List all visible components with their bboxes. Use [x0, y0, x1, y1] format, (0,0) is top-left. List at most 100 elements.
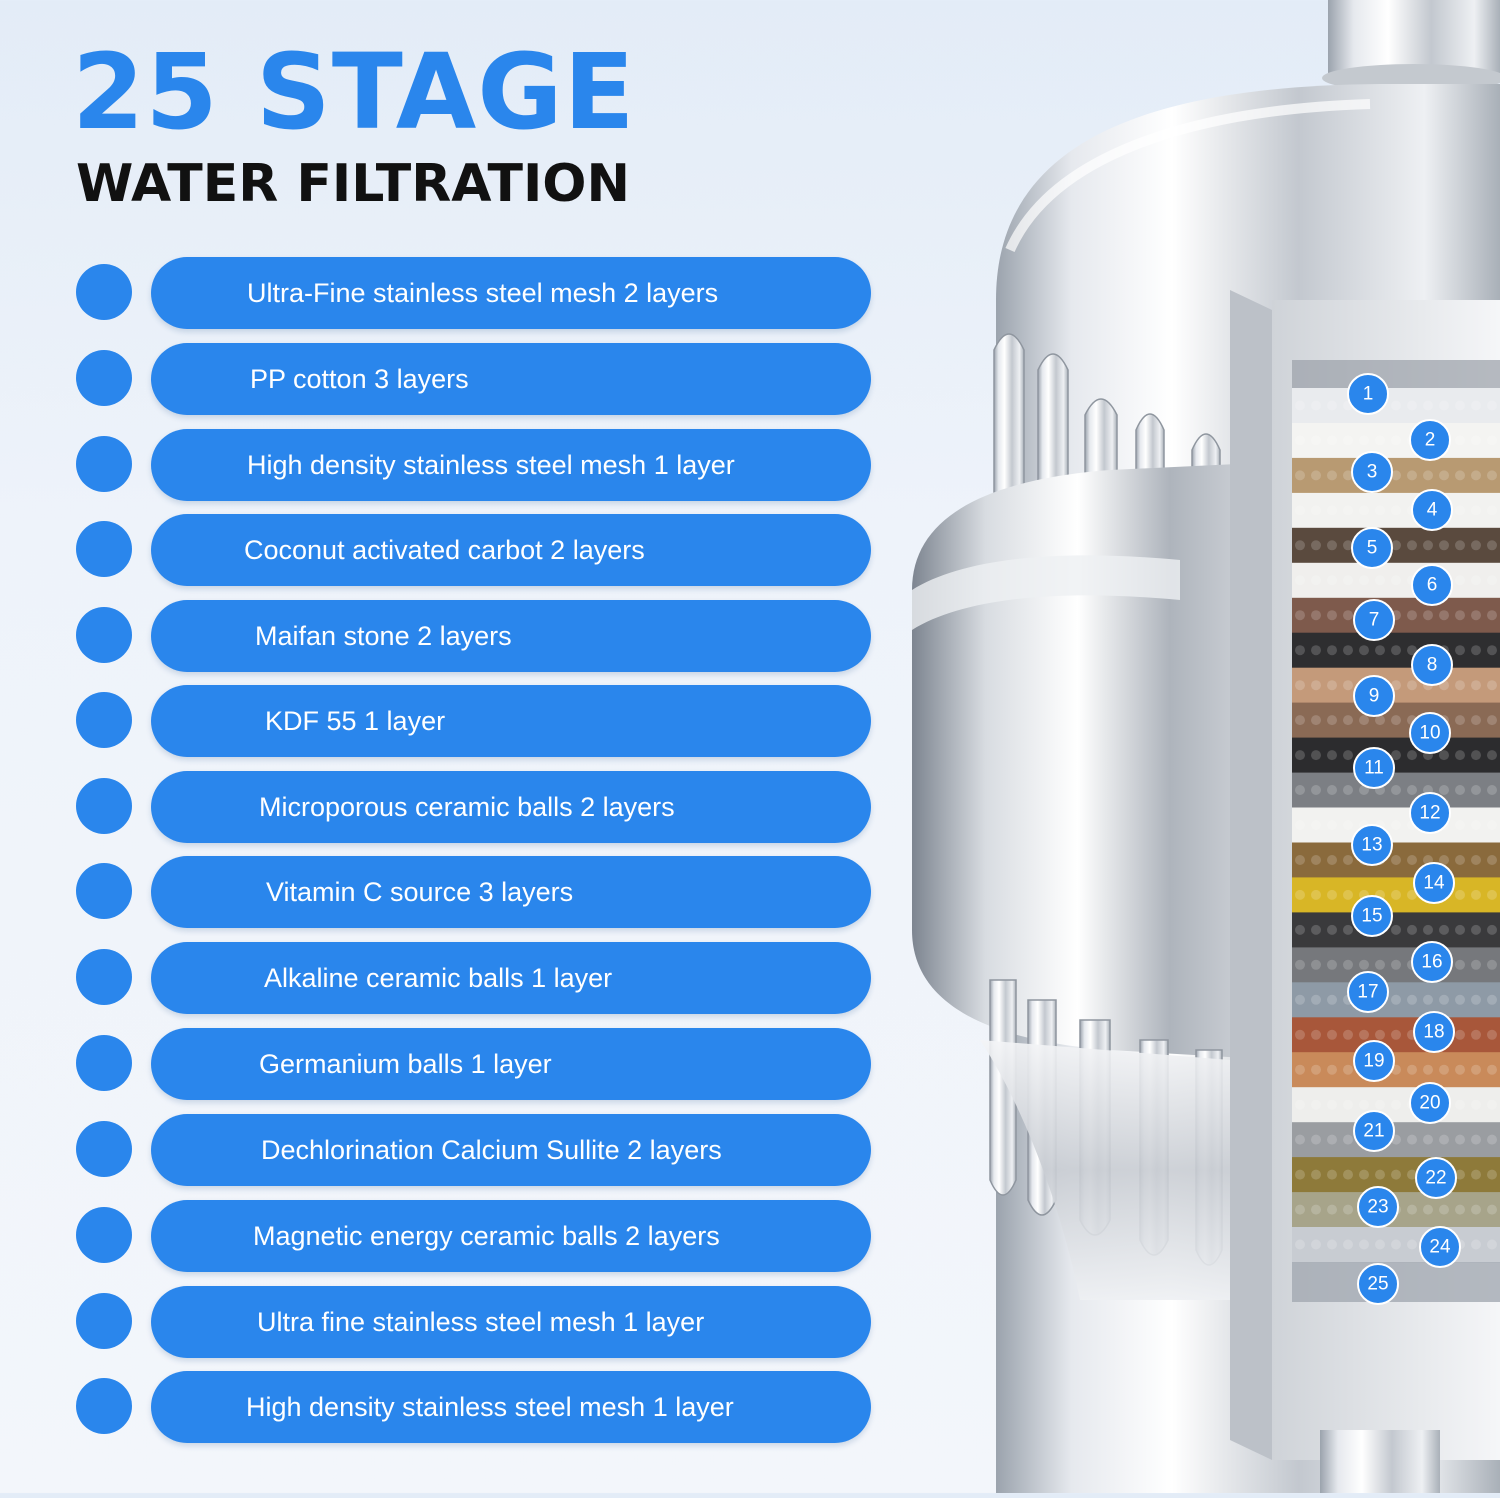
- bead: [1343, 1134, 1353, 1145]
- bead: [1471, 1064, 1481, 1075]
- marker-number: 14: [1423, 873, 1445, 894]
- bead: [1295, 645, 1305, 656]
- marker-circle: [1351, 451, 1393, 493]
- marker-number: 11: [1364, 758, 1384, 779]
- bead: [1311, 820, 1321, 830]
- bead: [1295, 1239, 1305, 1250]
- bead: [1471, 889, 1481, 900]
- bead: [1439, 470, 1449, 481]
- media-layer: [1292, 388, 1500, 424]
- bead: [1471, 1029, 1481, 1040]
- marker-number: 7: [1369, 610, 1380, 631]
- media-layer: [1292, 492, 1500, 529]
- marker-circle: [1353, 1040, 1395, 1082]
- bead: [1375, 575, 1385, 586]
- stage-pill: Germanium balls 1 layer: [151, 1028, 871, 1100]
- bead: [1391, 1239, 1401, 1250]
- stage-row: Vitamin C source 3 layers: [74, 855, 874, 929]
- bead: [1487, 750, 1497, 761]
- rib: [989, 979, 1017, 1196]
- stage-bullet: [76, 1293, 132, 1349]
- media-layer: [1292, 1122, 1500, 1158]
- bead: [1343, 1064, 1353, 1075]
- bead: [1391, 855, 1401, 865]
- stage-bullet: [76, 692, 132, 748]
- marker-number: 13: [1361, 835, 1382, 856]
- bead: [1343, 1099, 1353, 1110]
- bead: [1295, 785, 1305, 795]
- media-layer: [1292, 632, 1500, 669]
- bead: [1391, 889, 1401, 900]
- stage-pill: KDF 55 1 layer: [151, 685, 871, 757]
- bead: [1311, 505, 1321, 516]
- bead: [1295, 610, 1305, 621]
- marker-number: 21: [1363, 1121, 1384, 1142]
- bead: [1327, 715, 1337, 726]
- marker-circle: [1353, 747, 1395, 789]
- bead: [1423, 1204, 1433, 1215]
- bead: [1311, 1134, 1321, 1145]
- bead: [1391, 820, 1401, 830]
- stage-pill: PP cotton 3 layers: [151, 343, 871, 415]
- bead: [1327, 1064, 1337, 1075]
- bead: [1327, 540, 1337, 551]
- bead: [1391, 505, 1401, 516]
- cutaway-wall-edge: [1230, 290, 1272, 1460]
- bead: [1343, 1204, 1353, 1215]
- bead: [1487, 959, 1497, 970]
- bead: [1455, 820, 1465, 830]
- stage-label: Germanium balls 1 layer: [259, 1049, 552, 1079]
- bead: [1439, 400, 1449, 411]
- bead: [1407, 470, 1417, 481]
- stage-pill: Microporous ceramic balls 2 layers: [151, 771, 871, 843]
- media-layer: [1292, 1052, 1500, 1088]
- marker-number: 4: [1427, 500, 1438, 521]
- bead: [1391, 400, 1401, 411]
- marker-number: 3: [1367, 462, 1378, 483]
- media-layer: [1292, 947, 1500, 983]
- bead: [1391, 645, 1401, 656]
- stage-label: Dechlorination Calcium Sullite 2 layers: [261, 1135, 722, 1165]
- marker-circle: [1409, 419, 1451, 461]
- bead: [1455, 750, 1465, 761]
- bead: [1359, 1099, 1369, 1110]
- bead: [1343, 820, 1353, 830]
- stage-bullet: [76, 607, 132, 663]
- marker-number: 10: [1419, 723, 1440, 744]
- media-layer: [1292, 527, 1500, 564]
- marker-circle: [1409, 712, 1451, 754]
- bead: [1455, 505, 1465, 516]
- layer-number-markers: 1234567891011121314151617181920212223242…: [1347, 373, 1461, 1305]
- bead: [1343, 540, 1353, 551]
- bead: [1487, 1064, 1497, 1075]
- bead: [1439, 610, 1449, 621]
- bead: [1295, 435, 1305, 446]
- bead: [1295, 924, 1305, 935]
- bead: [1311, 785, 1321, 795]
- bead: [1327, 680, 1337, 691]
- bead: [1295, 540, 1305, 551]
- stage-row: KDF 55 1 layer: [74, 684, 874, 758]
- bead: [1295, 680, 1305, 691]
- bead: [1311, 610, 1321, 621]
- bead: [1343, 645, 1353, 656]
- media-layer: [1292, 423, 1500, 459]
- stage-label: Maifan stone 2 layers: [255, 621, 512, 651]
- bead: [1295, 1064, 1305, 1075]
- filter-cutaway-illustration: 1234567891011121314151617181920212223242…: [912, 0, 1500, 1493]
- bead: [1487, 505, 1497, 516]
- bead: [1295, 1099, 1305, 1110]
- bead: [1455, 400, 1465, 411]
- stage-label: Magnetic energy ceramic balls 2 layers: [253, 1221, 720, 1251]
- bead: [1455, 1029, 1465, 1040]
- bead: [1327, 505, 1337, 516]
- bead: [1487, 1099, 1497, 1110]
- bead: [1327, 924, 1337, 935]
- bead: [1391, 785, 1401, 795]
- bead: [1487, 855, 1497, 865]
- bead: [1487, 785, 1497, 795]
- bead: [1391, 680, 1401, 691]
- bead: [1375, 505, 1385, 516]
- bead: [1375, 645, 1385, 656]
- bead: [1311, 645, 1321, 656]
